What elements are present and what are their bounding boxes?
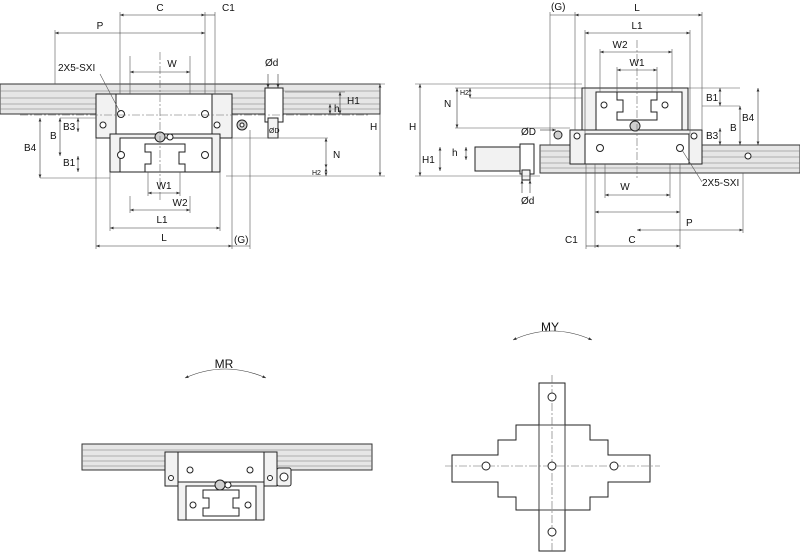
dim-b3-2: B3 [706, 131, 719, 142]
dim-n: N [333, 150, 340, 161]
dim-b4-2: B4 [742, 113, 755, 124]
dim-p-2: P [686, 218, 693, 229]
view-1: C C1 P W 2X5-SXI Ød ØD H1 h H N H2 B3 [0, 3, 385, 249]
dim-w2-2: W2 [613, 40, 628, 51]
mount-hole [117, 110, 125, 118]
dim-h-2: H [409, 122, 416, 133]
dim-h-small-2: h [452, 148, 458, 159]
mount-hole [201, 151, 209, 159]
dim-h-small: h [334, 104, 340, 115]
dim-w2: W2 [173, 198, 188, 209]
dim-c: C [156, 3, 163, 14]
view-2: (G) L L1 W2 W1 H2 N H H1 h ØD Ød [409, 2, 800, 249]
carriage-block-2 [569, 87, 703, 165]
dim-od-large-2: ØD [521, 127, 536, 138]
dim-h2-2: H2 [460, 90, 469, 97]
grease-nipple-2 [553, 130, 563, 140]
mount-hole [117, 151, 125, 159]
dim-w: W [167, 59, 177, 70]
dim-c-2: C [628, 235, 635, 246]
dim-w1: W1 [157, 181, 172, 192]
dim-h1: H1 [347, 96, 360, 107]
dim-b-2: B [730, 123, 737, 134]
mount-hole [201, 110, 209, 118]
dim-b1-2: B1 [706, 93, 719, 104]
dim-l-2: L [634, 3, 640, 14]
dim-h1-2: H1 [422, 155, 435, 166]
dim-g: (G) [234, 235, 248, 246]
dim-od-small-2: Ød [521, 196, 534, 207]
dim-p: P [97, 21, 104, 32]
end-seal-1 [264, 87, 284, 123]
dim-od-small: Ød [265, 58, 278, 69]
dim-c1-2: C1 [565, 235, 578, 246]
dim-b: B [50, 131, 57, 142]
mr-view: MR [81, 357, 373, 521]
dim-n-2: N [444, 99, 451, 110]
dim-h: H [370, 122, 377, 133]
dim-l: L [161, 233, 167, 244]
dim-w-2: W [620, 182, 630, 193]
dim-od-large: ØD [269, 128, 280, 135]
dim-g-2: (G) [551, 2, 565, 13]
dim-l1: L1 [156, 215, 168, 226]
dim-h2: H2 [312, 170, 321, 177]
dim-c1: C1 [222, 3, 235, 14]
dim-l1-2: L1 [631, 21, 643, 32]
moment-mr-label: MR [215, 357, 234, 371]
moment-my-label: MY [541, 320, 559, 334]
my-view: MY [445, 320, 660, 553]
dim-b4: B4 [24, 143, 37, 154]
dim-w1-2: W1 [630, 58, 645, 69]
dim-b1: B1 [63, 158, 76, 169]
dim-b3: B3 [63, 122, 76, 133]
label-sxi-1: 2X5-SXI [58, 63, 95, 74]
label-sxi-2: 2X5-SXI [702, 178, 739, 189]
